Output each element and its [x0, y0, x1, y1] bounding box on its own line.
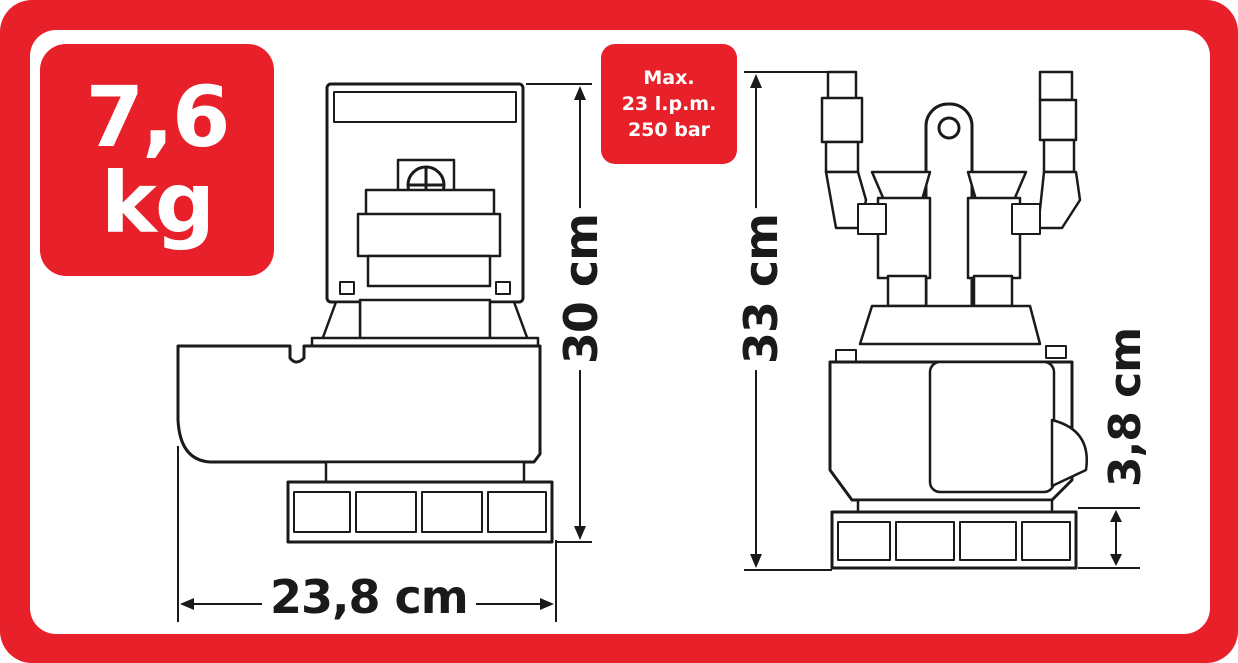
spec-line-flow: 23 l.p.m.	[621, 93, 717, 115]
weight-unit: kg	[101, 154, 215, 252]
spec-badge: Max. 23 l.p.m. 250 bar	[601, 44, 737, 164]
front-view-pump	[820, 70, 1089, 570]
width-label: 23,8 cm	[262, 570, 476, 624]
front-height-label: 33 cm	[734, 207, 789, 371]
spec-line-pressure: 250 bar	[627, 119, 711, 141]
side-view-pump	[176, 82, 554, 544]
side-height-label: 30 cm	[554, 207, 609, 371]
weight-value: 7,6	[85, 68, 231, 166]
weight-badge: 7,6 kg	[40, 44, 274, 276]
base-height-dimension-line	[1078, 507, 1140, 569]
base-height-label: 3,8 cm	[1100, 321, 1152, 494]
spec-line-max: Max.	[643, 67, 695, 89]
